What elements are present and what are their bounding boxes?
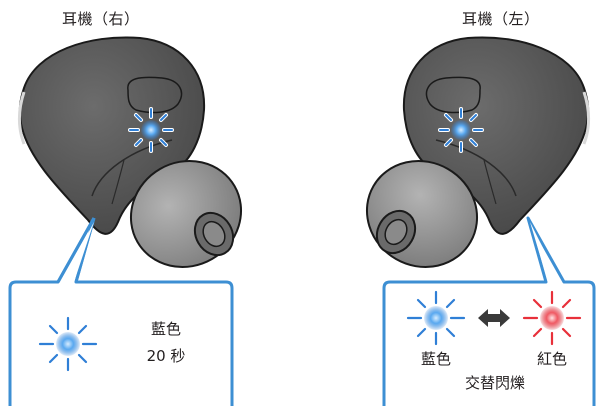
left-led-mode-label: 交替閃爍 — [464, 374, 525, 392]
led-blue-icon — [438, 107, 484, 153]
led-blue-icon — [38, 316, 98, 372]
led-blue-icon — [128, 107, 174, 153]
left-earbud-title: 耳機（左） — [462, 10, 540, 28]
right-earbud-tip — [129, 159, 243, 269]
left-earbud-tip — [365, 159, 479, 269]
double-arrow-icon — [478, 309, 510, 327]
left-led-color-b-label: 紅色 — [536, 350, 567, 368]
left-led-color-a-label: 藍色 — [420, 350, 451, 368]
right-led-color-label: 藍色 — [150, 320, 181, 338]
right-callout-box — [8, 217, 234, 406]
right-earbud-title: 耳機（右） — [62, 10, 140, 28]
left-callout-box — [382, 216, 596, 406]
led-red-icon — [522, 290, 582, 346]
right-led-duration-label: 20 秒 — [146, 347, 186, 365]
led-blue-icon — [406, 290, 466, 346]
